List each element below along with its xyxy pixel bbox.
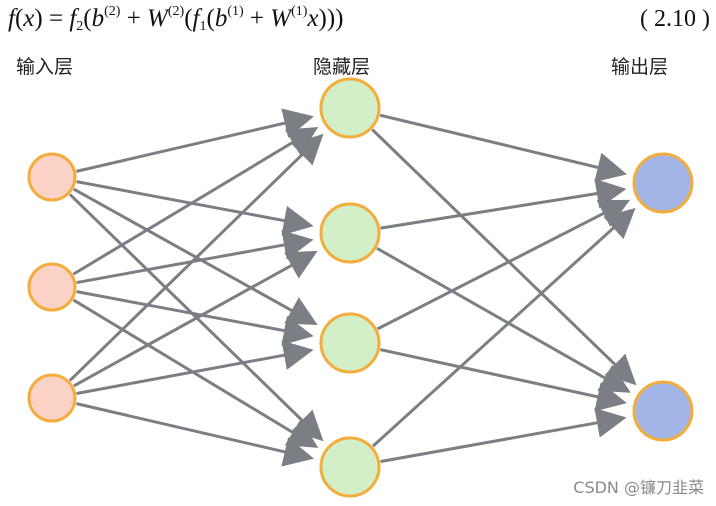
hidden-output-edge-1-1	[379, 113, 628, 182]
hidden-node-3	[319, 312, 381, 374]
hidden-output-edge-3-2	[379, 348, 627, 412]
hidden-output-edge-2-1	[380, 178, 627, 230]
formula-f2: f	[69, 5, 77, 32]
output-layer-label: 输出层	[611, 56, 669, 78]
connection-edges	[68, 108, 637, 467]
formula-f1: f	[192, 5, 200, 32]
output-node-1	[632, 152, 694, 214]
formula-f: f	[8, 5, 15, 32]
network-formula: f(x) = f2(b(2) + W(2)(f1(b(1) + W(1)x)))	[8, 4, 344, 34]
formula-W1: W	[270, 5, 292, 32]
input-hidden-edge-3-2	[73, 250, 318, 388]
formula-W2-sup: (2)	[167, 4, 185, 19]
input-hidden-edge-2-3	[76, 290, 314, 346]
input-hidden-edge-3-1	[68, 133, 324, 382]
formula-x2: x	[307, 5, 319, 32]
input-hidden-edge-1-1	[76, 108, 314, 173]
input-hidden-edge-1-4	[68, 193, 324, 442]
formula-b2-sup: (2)	[104, 4, 121, 19]
hidden-node-2	[319, 202, 381, 264]
watermark: CSDN @镰刀韭菜	[573, 478, 704, 497]
input-hidden-edge-3-4	[76, 402, 314, 467]
equation-number: ( 2.10 )	[640, 6, 710, 32]
input-node-1	[27, 152, 77, 202]
formula-b1-sup: (1)	[227, 4, 244, 19]
input-hidden-edge-3-3	[76, 340, 314, 395]
hidden-output-edge-3-1	[376, 199, 631, 331]
hidden-node-4	[319, 436, 381, 498]
formula-f1-sub: 1	[199, 19, 207, 34]
hidden-output-edge-4-1	[371, 207, 636, 448]
hidden-node-1	[319, 77, 381, 139]
formula-b2: b	[91, 5, 105, 32]
neuron-nodes	[27, 77, 694, 498]
input-layer-label: 输入层	[16, 56, 74, 78]
formula-x: x	[23, 5, 35, 32]
input-hidden-edge-2-1	[72, 127, 319, 276]
formula-W1-sup: (1)	[291, 4, 308, 19]
formula-f2-sub: 2	[76, 19, 84, 34]
input-hidden-edge-1-3	[73, 187, 318, 325]
input-node-2	[27, 262, 77, 312]
hidden-output-edge-2-2	[376, 247, 631, 393]
formula-W2: W	[147, 5, 168, 32]
formula-b1: b	[214, 5, 228, 32]
hidden-layer-label: 隐藏层	[313, 56, 371, 78]
hidden-output-edge-1-2	[371, 128, 637, 386]
input-node-3	[27, 373, 77, 423]
hidden-output-edge-4-2	[380, 408, 627, 464]
output-node-2	[632, 380, 694, 442]
